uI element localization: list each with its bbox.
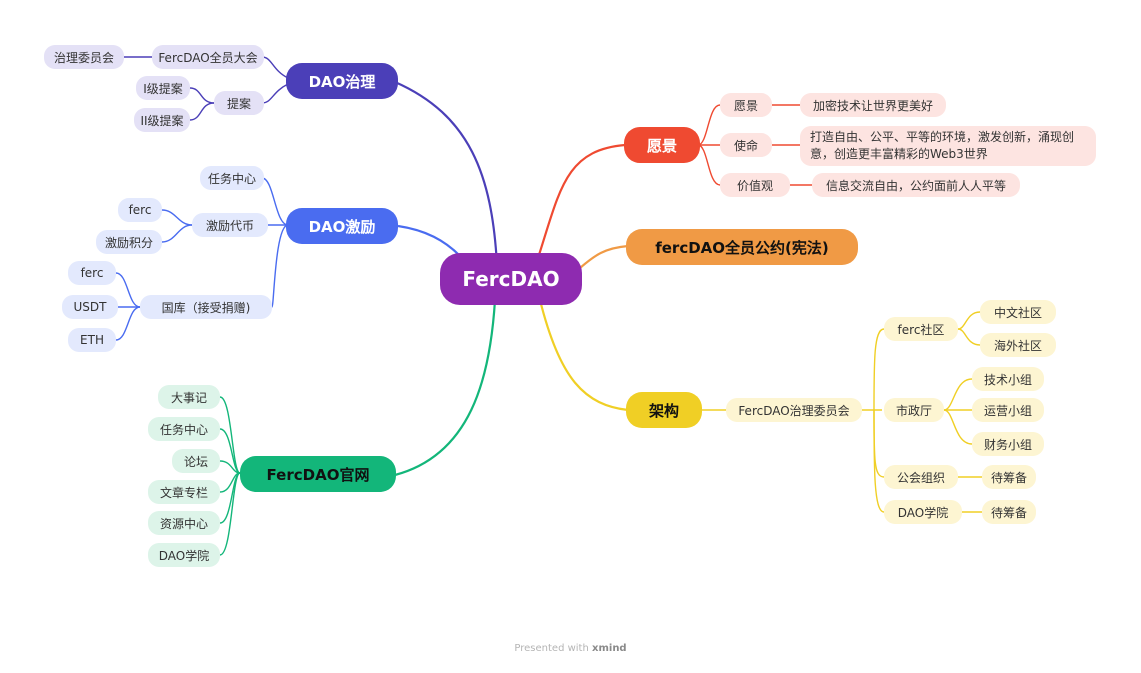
- branch-vision[interactable]: 愿景: [624, 127, 700, 163]
- structure-city-hall[interactable]: 市政厅: [884, 398, 944, 422]
- website-item[interactable]: 任务中心: [148, 417, 220, 441]
- structure-overseas[interactable]: 海外社区: [980, 333, 1056, 357]
- governance-level2[interactable]: II级提案: [134, 108, 190, 132]
- website-item[interactable]: DAO学院: [148, 543, 220, 567]
- incentive-token-ferc[interactable]: ferc: [118, 198, 162, 222]
- governance-level1[interactable]: I级提案: [136, 76, 190, 100]
- link-root-website: [394, 299, 497, 477]
- website-item[interactable]: 论坛: [172, 449, 220, 473]
- website-item[interactable]: 文章专栏: [148, 480, 220, 504]
- website-item[interactable]: 资源中心: [148, 511, 220, 535]
- treasury-usdt[interactable]: USDT: [62, 295, 118, 319]
- root-node[interactable]: FercDAO: [440, 253, 582, 305]
- branch-charter[interactable]: fercDAO全员公约(宪法): [626, 229, 858, 265]
- structure-guild[interactable]: 公会组织: [884, 465, 958, 489]
- incentive-treasury[interactable]: 国库（接受捐赠): [140, 295, 272, 319]
- structure-tech[interactable]: 技术小组: [972, 367, 1044, 391]
- incentive-token[interactable]: 激励代币: [192, 213, 268, 237]
- structure-guild-status[interactable]: 待筹备: [982, 465, 1036, 489]
- governance-assembly[interactable]: FercDAO全员大会: [152, 45, 264, 69]
- mission-value[interactable]: 打造自由、公平、平等的环境，激发创新，涌现创意，创造更丰富精彩的Web3世界: [800, 126, 1096, 166]
- structure-academy-status[interactable]: 待筹备: [982, 500, 1036, 524]
- branch-incentive[interactable]: DAO激励: [286, 208, 398, 244]
- governance-proposal[interactable]: 提案: [214, 91, 264, 115]
- link-root-charter: [579, 244, 629, 269]
- branch-structure[interactable]: 架构: [626, 392, 702, 428]
- branch-governance[interactable]: DAO治理: [286, 63, 398, 99]
- structure-community[interactable]: ferc社区: [884, 317, 958, 341]
- vision-value[interactable]: 加密技术让世界更美好: [800, 93, 946, 117]
- structure-cn-community[interactable]: 中文社区: [980, 300, 1056, 324]
- structure-ops[interactable]: 运营小组: [972, 398, 1044, 422]
- values-key[interactable]: 价值观: [720, 173, 790, 197]
- treasury-ferc[interactable]: ferc: [68, 261, 116, 285]
- branch-website[interactable]: FercDAO官网: [240, 456, 396, 492]
- governance-committee[interactable]: 治理委员会: [44, 45, 124, 69]
- link-root-structure: [538, 299, 629, 412]
- website-item[interactable]: 大事记: [158, 385, 220, 409]
- footer-prefix: Presented with: [514, 643, 589, 654]
- footer-brand: xmind: [592, 643, 627, 654]
- structure-academy[interactable]: DAO学院: [884, 500, 962, 524]
- link-root-governance: [394, 80, 499, 266]
- values-value[interactable]: 信息交流自由，公约面前人人平等: [812, 173, 1020, 197]
- treasury-eth[interactable]: ETH: [68, 328, 116, 352]
- presented-with-footer: Presented with xmind: [0, 643, 1141, 654]
- structure-finance[interactable]: 财务小组: [972, 432, 1044, 456]
- incentive-points[interactable]: 激励积分: [96, 230, 162, 254]
- structure-committee[interactable]: FercDAO治理委员会: [726, 398, 862, 422]
- mission-key[interactable]: 使命: [720, 133, 772, 157]
- incentive-task-center[interactable]: 任务中心: [200, 166, 264, 190]
- link-root-vision: [536, 143, 626, 259]
- vision-key[interactable]: 愿景: [720, 93, 772, 117]
